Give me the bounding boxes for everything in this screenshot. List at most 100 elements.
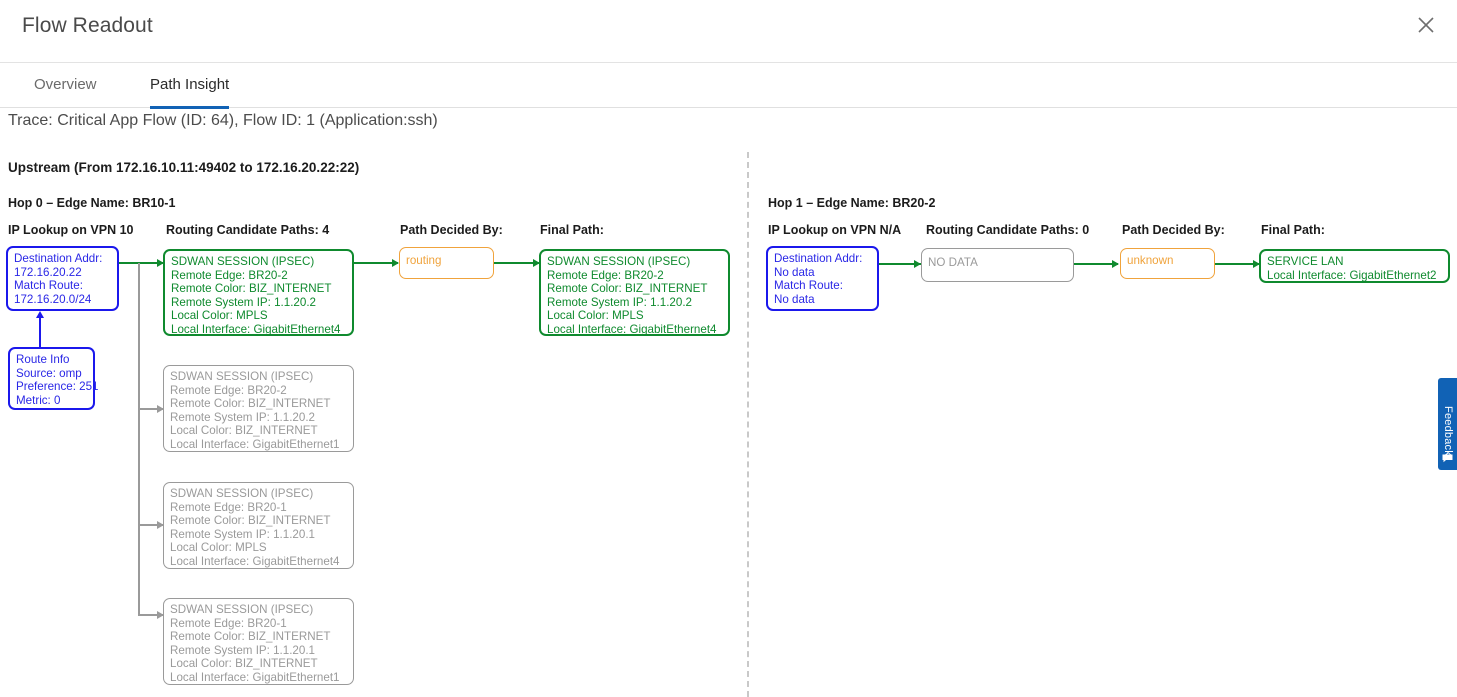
edge-trunk-candidate-4-arrowhead xyxy=(157,610,164,619)
hop-0-col-ip-lookup: IP Lookup on VPN 10 xyxy=(8,223,134,237)
candidate-line: Remote System IP: 1.1.20.2 xyxy=(170,410,315,424)
candidate-line: SDWAN SESSION (IPSEC) xyxy=(171,255,315,268)
window-titlebar: Flow Readout xyxy=(0,0,1457,62)
destination-line: No data xyxy=(774,292,815,306)
hop-0-col-final-path: Final Path: xyxy=(540,223,604,237)
candidate-line: SDWAN SESSION (IPSEC) xyxy=(170,487,314,500)
edge-nodata-decidedby xyxy=(1074,263,1118,265)
decided-by-value: unknown xyxy=(1127,254,1174,267)
hop-0-final-path-node[interactable]: SDWAN SESSION (IPSEC) Remote Edge: BR20‑… xyxy=(539,249,730,336)
final-path-line: Remote Edge: BR20‑2 xyxy=(547,268,664,282)
candidate-line: Local Interface: GigabitEthernet1 xyxy=(170,437,340,451)
page-title: Flow Readout xyxy=(22,14,153,37)
hop-1-col-ip-lookup: IP Lookup on VPN N/A xyxy=(768,223,902,237)
edge-candidate-1-decidedby-arrowhead xyxy=(392,258,399,267)
candidate-line: Remote System IP: 1.1.20.1 xyxy=(170,643,315,657)
edge-candidate-trunk xyxy=(138,263,140,614)
destination-line: Match Route: xyxy=(14,279,83,293)
hop-1-col-decided-by: Path Decided By: xyxy=(1122,223,1225,237)
hop-0-destination-node[interactable]: Destination Addr: 172.16.20.22 Match Rou… xyxy=(6,246,119,311)
final-path-line: Remote System IP: 1.1.20.2 xyxy=(547,295,692,309)
destination-line: Destination Addr: xyxy=(14,252,103,265)
edge-nodata-decidedby-arrowhead xyxy=(1112,259,1119,268)
feedback-label: Feedback xyxy=(1441,406,1454,456)
edge-decidedby-finalpath-arrowhead xyxy=(533,258,540,267)
destination-line: No data xyxy=(774,265,815,279)
hop-0-route-info-node[interactable]: Route Info Source: omp Preference: 251 M… xyxy=(8,347,99,410)
hop-1-col-final-path: Final Path: xyxy=(1261,223,1325,237)
final-path-line: Local Interface: GigabitEthernet4 xyxy=(547,322,717,336)
route-info-line: Source: omp xyxy=(16,366,82,380)
hop-0-candidate-path-4[interactable]: SDWAN SESSION (IPSEC) Remote Edge: BR20‑… xyxy=(163,598,354,685)
hop-0-col-candidates: Routing Candidate Paths: 4 xyxy=(166,223,330,237)
destination-line: 172.16.20.0/24 xyxy=(14,292,92,306)
edge-trunk-candidate-3 xyxy=(138,524,163,526)
hop-0-label: Hop 0 – Edge Name: BR10‑1 xyxy=(8,196,176,210)
hop-0-candidate-path-1[interactable]: SDWAN SESSION (IPSEC) Remote Edge: BR20‑… xyxy=(163,249,354,336)
direction-label: Upstream (From 172.16.10.11:49402 to 172… xyxy=(8,160,360,175)
tab-bar: Overview Path Insight xyxy=(0,62,1457,109)
hop-0-decided-by-node[interactable]: routing xyxy=(399,247,494,279)
hop-1-decided-by-node[interactable]: unknown xyxy=(1120,248,1215,279)
hop-1-col-candidates: Routing Candidate Paths: 0 xyxy=(926,223,1090,237)
final-path-line: Local Interface: GigabitEthernet2 xyxy=(1267,268,1437,282)
candidate-line: Remote Edge: BR20‑2 xyxy=(171,268,288,282)
hop-0-candidate-path-2[interactable]: SDWAN SESSION (IPSEC) Remote Edge: BR20‑… xyxy=(163,365,354,452)
edge-hop1-destination-nodata xyxy=(879,263,921,265)
speech-bubble-icon xyxy=(1442,454,1453,463)
candidate-line: Remote Color: BIZ_INTERNET xyxy=(170,514,331,528)
candidate-line: Local Color: MPLS xyxy=(171,309,268,323)
hop-1-label: Hop 1 – Edge Name: BR20‑2 xyxy=(768,196,936,210)
close-button[interactable] xyxy=(1413,12,1439,38)
candidate-line: Local Interface: GigabitEthernet4 xyxy=(170,554,340,568)
candidate-line: Local Interface: GigabitEthernet4 xyxy=(171,322,341,336)
candidate-line: Remote Color: BIZ_INTERNET xyxy=(170,397,331,411)
edge-hop1-destination-nodata-arrowhead xyxy=(914,259,921,268)
tab-path-insight[interactable]: Path Insight xyxy=(150,63,230,109)
final-path-line: Local Color: MPLS xyxy=(547,309,644,323)
candidate-line: Remote Color: BIZ_INTERNET xyxy=(170,630,331,644)
candidate-line: Local Color: BIZ_INTERNET xyxy=(170,424,318,438)
edge-hop1-decidedby-finalpath-arrowhead xyxy=(1253,259,1260,268)
feedback-tab[interactable]: Feedback xyxy=(1438,378,1457,470)
candidate-line: Remote Edge: BR20‑1 xyxy=(170,616,287,630)
candidate-line: Remote Edge: BR20‑2 xyxy=(170,383,287,397)
candidate-line: Local Interface: GigabitEthernet1 xyxy=(170,670,340,684)
no-data-label: NO DATA xyxy=(928,256,978,269)
edge-trunk-candidate-3-arrowhead xyxy=(157,520,164,529)
candidate-line: Remote Edge: BR20‑1 xyxy=(170,500,287,514)
close-icon xyxy=(1418,17,1434,33)
candidate-line: Local Color: BIZ_INTERNET xyxy=(170,657,318,671)
candidate-line: Remote System IP: 1.1.20.2 xyxy=(171,295,316,309)
final-path-line: Remote Color: BIZ_INTERNET xyxy=(547,282,708,296)
candidate-line: SDWAN SESSION (IPSEC) xyxy=(170,603,314,616)
edge-trunk-candidate-2-arrowhead xyxy=(157,404,164,413)
edge-trunk-candidate-4 xyxy=(138,614,163,616)
destination-line: Destination Addr: xyxy=(774,252,863,265)
edge-hop1-decidedby-finalpath xyxy=(1215,263,1260,265)
edge-decidedby-finalpath xyxy=(494,262,540,264)
edge-trunk-candidate-2 xyxy=(138,408,163,410)
candidate-line: SDWAN SESSION (IPSEC) xyxy=(170,370,314,383)
route-info-line: Preference: 251 xyxy=(16,380,99,394)
edge-destination-candidate-1 xyxy=(119,262,163,264)
tab-overview[interactable]: Overview xyxy=(34,76,97,93)
final-path-line: SERVICE LAN xyxy=(1267,255,1344,268)
trace-summary: Trace: Critical App Flow (ID: 64), Flow … xyxy=(8,112,438,129)
hop-1-no-data-node[interactable]: NO DATA xyxy=(921,248,1074,282)
edge-routeinfo-destination xyxy=(39,318,41,348)
destination-line: Match Route: xyxy=(774,279,843,293)
hop-1-destination-node[interactable]: Destination Addr: No data Match Route: N… xyxy=(766,246,879,311)
hop-0-candidate-path-3[interactable]: SDWAN SESSION (IPSEC) Remote Edge: BR20‑… xyxy=(163,482,354,569)
decided-by-value: routing xyxy=(406,254,442,267)
route-info-line: Metric: 0 xyxy=(16,393,61,407)
candidate-line: Remote System IP: 1.1.20.1 xyxy=(170,527,315,541)
edge-routeinfo-destination-arrowhead xyxy=(35,311,44,318)
destination-line: 172.16.20.22 xyxy=(14,265,82,279)
route-info-line: Route Info xyxy=(16,353,70,366)
edge-destination-candidate-1-arrowhead xyxy=(157,258,164,267)
hop-1-final-path-node[interactable]: SERVICE LAN Local Interface: GigabitEthe… xyxy=(1259,249,1450,283)
final-path-line: SDWAN SESSION (IPSEC) xyxy=(547,255,691,268)
hop-divider xyxy=(747,152,749,697)
